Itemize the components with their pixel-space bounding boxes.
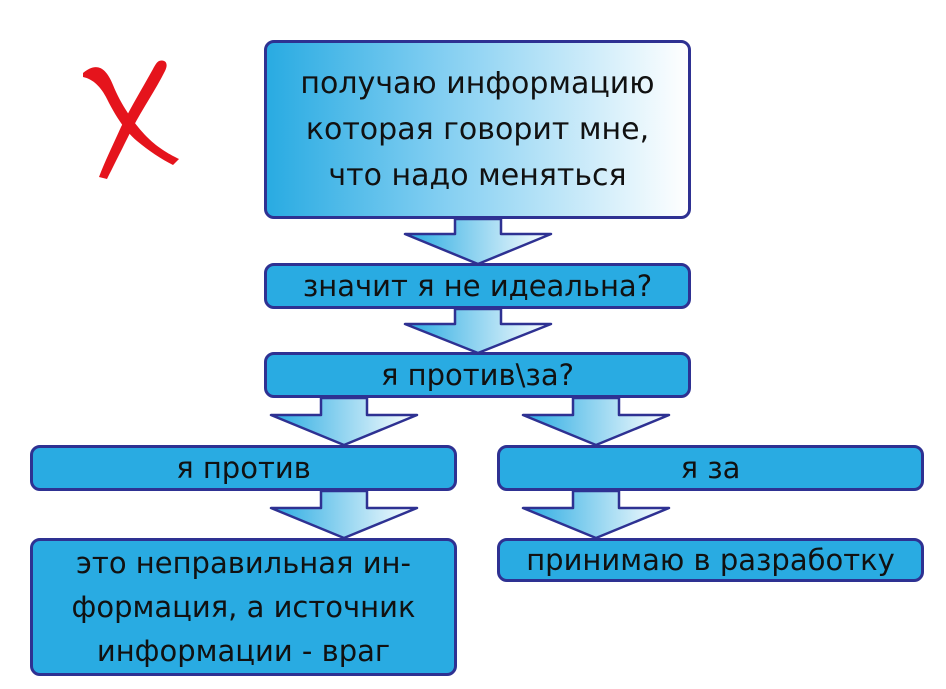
- node-text: получаю информацию которая говорит мне, …: [300, 61, 654, 199]
- red-cross-icon: [83, 60, 179, 179]
- node-line: это неправильная ин-: [76, 546, 411, 580]
- node-line: получаю информацию: [300, 65, 655, 101]
- node-text: это неправильная ин- формация, а источни…: [72, 541, 416, 673]
- node-not-ideal: значит я не идеальна?: [264, 263, 691, 309]
- down-arrow-icon: [403, 307, 553, 355]
- node-line: что надо меняться: [328, 157, 627, 193]
- down-arrow-icon: [269, 489, 419, 540]
- node-text: я против: [176, 451, 311, 485]
- node-accept-for-development: принимаю в разработку: [497, 538, 924, 582]
- node-line: формация, а источник: [71, 590, 416, 624]
- node-text: принимаю в разработку: [526, 543, 895, 577]
- node-for: я за: [497, 445, 924, 491]
- node-text: я против\за?: [381, 358, 574, 392]
- node-text: я за: [680, 451, 741, 485]
- down-arrow-icon: [403, 217, 553, 266]
- node-line: которая говорит мне,: [305, 111, 650, 147]
- down-arrow-icon: [521, 489, 671, 540]
- node-receive-information: получаю информацию которая говорит мне, …: [264, 40, 691, 219]
- down-arrow-icon: [521, 396, 671, 447]
- node-against-or-for: я против\за?: [264, 352, 691, 398]
- node-against: я против: [30, 445, 457, 491]
- node-wrong-information: это неправильная ин- формация, а источни…: [30, 538, 457, 676]
- node-line: информации - враг: [96, 634, 391, 668]
- down-arrow-icon: [269, 396, 419, 447]
- node-text: значит я не идеальна?: [302, 269, 653, 303]
